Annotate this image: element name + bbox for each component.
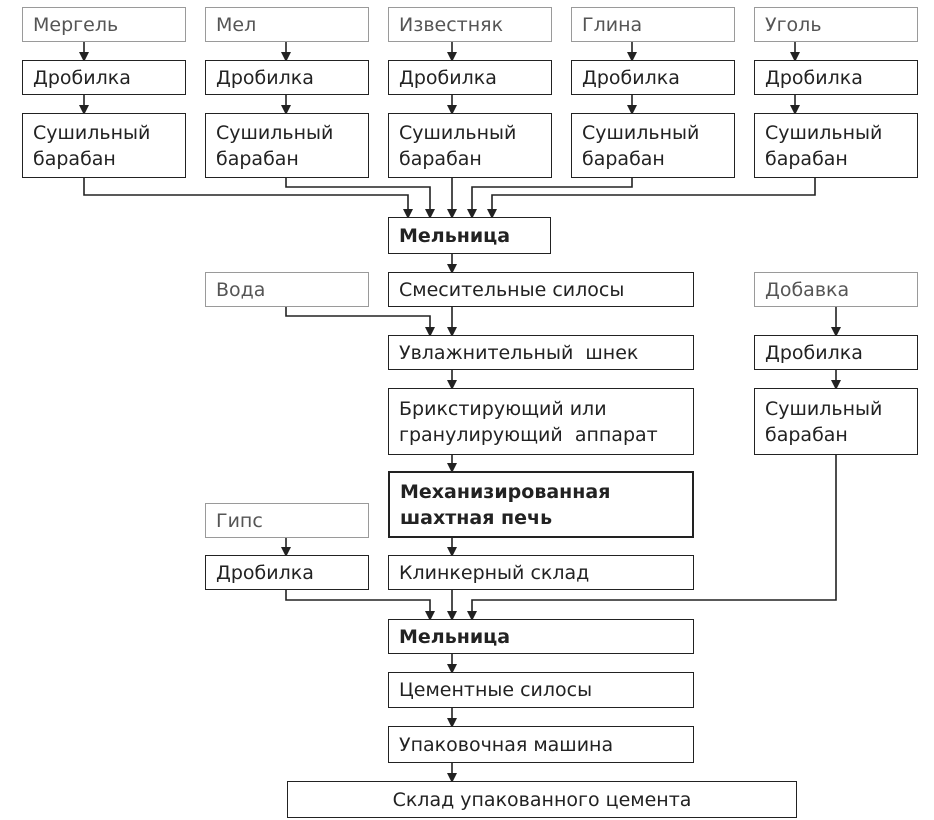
packed-cement-store-label: Склад упакованного цемента	[392, 788, 692, 811]
clinker-store: Клинкерный склад	[388, 555, 694, 590]
crusher-marl-label: Дробилка	[33, 66, 131, 89]
mill-cement-label: Мельница	[399, 625, 511, 648]
source-limestone: Известняк	[388, 7, 552, 42]
dryer-chalk: Сушильный барабан	[205, 113, 369, 178]
source-water-label: Вода	[216, 278, 266, 301]
arrow-marl-mill	[83, 178, 413, 219]
briquetting-apparatus: Брикстирующий или гранулирующий аппарат	[388, 388, 694, 455]
mill-cement: Мельница	[388, 619, 694, 654]
dryer-additive: Сушильный барабан	[754, 388, 918, 455]
source-chalk: Мел	[205, 7, 369, 42]
mixing-silos-label: Смесительные силосы	[399, 278, 625, 301]
packing-machine: Упаковочная машина	[388, 726, 694, 763]
dryer-additive-label: Сушильный барабан	[765, 397, 883, 446]
source-water: Вода	[205, 272, 369, 307]
mill-raw: Мельница	[388, 217, 551, 254]
crusher-gypsum-label: Дробилка	[216, 561, 314, 584]
packing-machine-label: Упаковочная машина	[399, 733, 614, 756]
source-clay-label: Глина	[582, 13, 643, 36]
arrow-coal-mill	[487, 178, 816, 219]
moistening-screw: Увлажнительный шнек	[388, 335, 694, 370]
source-limestone-label: Известняк	[399, 13, 504, 36]
dryer-coal: Сушильный барабан	[754, 113, 918, 178]
source-marl: Мергель	[22, 7, 186, 42]
cement-silos-label: Цементные силосы	[399, 679, 593, 701]
briquetting-apparatus-label: Брикстирующий или гранулирующий аппарат	[399, 397, 658, 446]
source-chalk-label: Мел	[216, 13, 257, 36]
crusher-coal: Дробилка	[754, 60, 918, 95]
arrow-clay-mill	[467, 178, 633, 219]
crusher-gypsum: Дробилка	[205, 555, 369, 590]
source-gypsum: Гипс	[205, 503, 369, 538]
crusher-additive-label: Дробилка	[765, 341, 863, 364]
dryer-chalk-label: Сушильный барабан	[216, 121, 334, 170]
dryer-marl: Сушильный барабан	[22, 113, 186, 178]
dryer-limestone: Сушильный барабан	[388, 113, 552, 178]
arrow-chalk-mill	[285, 178, 435, 219]
dryer-clay: Сушильный барабан	[571, 113, 735, 178]
crusher-marl: Дробилка	[22, 60, 186, 95]
crusher-chalk-label: Дробилка	[216, 66, 314, 89]
crusher-clay-label: Дробилка	[582, 66, 680, 89]
crusher-chalk: Дробилка	[205, 60, 369, 95]
clinker-store-label: Клинкерный склад	[399, 561, 590, 584]
mill-raw-label: Мельница	[399, 224, 511, 247]
dryer-coal-label: Сушильный барабан	[765, 121, 883, 170]
source-additive-label: Добавка	[765, 278, 850, 301]
crusher-limestone: Дробилка	[388, 60, 552, 95]
source-additive: Добавка	[754, 272, 918, 307]
cement-silos: Цементные силосы	[388, 672, 694, 708]
crusher-limestone-label: Дробилка	[399, 66, 497, 89]
shaft-kiln: Механизированная шахтная печь	[388, 471, 694, 538]
arrow-additive-mill2	[467, 455, 837, 621]
mixing-silos: Смесительные силосы	[388, 272, 694, 307]
source-clay: Глина	[571, 7, 735, 42]
shaft-kiln-label: Механизированная шахтная печь	[400, 480, 611, 529]
dryer-marl-label: Сушильный барабан	[33, 121, 151, 170]
crusher-clay: Дробилка	[571, 60, 735, 95]
packed-cement-store: Склад упакованного цемента	[287, 781, 797, 818]
source-marl-label: Мергель	[33, 13, 119, 36]
moistening-screw-label: Увлажнительный шнек	[399, 341, 639, 364]
source-gypsum-label: Гипс	[216, 509, 263, 532]
crusher-coal-label: Дробилка	[765, 66, 863, 89]
source-coal: Уголь	[754, 7, 918, 42]
dryer-limestone-label: Сушильный барабан	[399, 121, 517, 170]
crusher-additive: Дробилка	[754, 335, 918, 370]
arrow-gypsum-mill2	[285, 590, 435, 621]
arrow-water-screw	[285, 307, 435, 337]
dryer-clay-label: Сушильный барабан	[582, 121, 700, 170]
source-coal-label: Уголь	[765, 13, 822, 36]
